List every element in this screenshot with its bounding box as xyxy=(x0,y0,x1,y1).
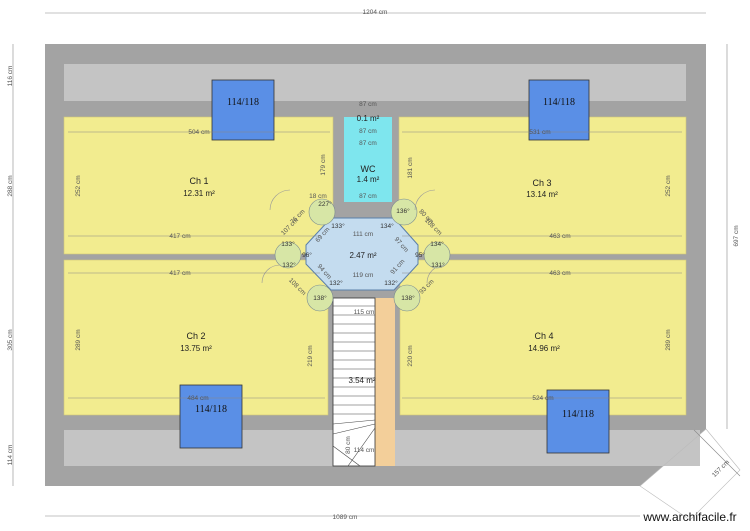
angle-hall-bl: 132° xyxy=(329,279,343,287)
angle-top-left: 227° xyxy=(318,200,332,208)
dim-wc-top2: 87 cm xyxy=(359,128,377,135)
dim-left-116: 116 cm xyxy=(7,66,14,87)
dim-ch3-side: 181 cm xyxy=(407,157,414,178)
room-wc[interactable] xyxy=(344,117,392,202)
angle-hall-br: 132° xyxy=(384,279,398,287)
door-swings xyxy=(261,189,451,312)
dimension-lines xyxy=(12,12,741,517)
dim-wc-top1: 87 cm xyxy=(359,101,377,108)
window-3-label: 114/118 xyxy=(195,404,227,415)
room-ch2-area: 13.75 m² xyxy=(180,344,212,353)
door-arc xyxy=(426,264,446,284)
dim-wc-top3: 87 cm xyxy=(359,140,377,147)
dim-ch1-side: 179 cm xyxy=(320,154,327,175)
door-arc xyxy=(414,189,436,211)
dim-ch4-upper: 463 cm xyxy=(549,270,570,277)
room-stair-area: 3.54 m² xyxy=(348,376,375,385)
dim-ch4-height: 289 cm xyxy=(665,329,672,350)
room-ch2-name: Ch 2 xyxy=(186,331,205,341)
window-4-label: 114/118 xyxy=(562,409,594,420)
dim-ch1-small: 18 cm xyxy=(309,193,327,200)
door-swing[interactable] xyxy=(274,241,302,269)
window-2[interactable] xyxy=(528,79,590,141)
roof-strip-top xyxy=(64,64,686,101)
watermark: www.archifacile.fr xyxy=(642,510,736,524)
dim-wc-bottom: 87 cm xyxy=(359,193,377,200)
dim-hall-top: 111 cm xyxy=(353,231,373,238)
room-wc-area: 1.4 m² xyxy=(357,175,380,184)
angle-left-inner: 96° xyxy=(302,251,312,259)
window-1[interactable] xyxy=(211,79,275,141)
angle-right-outer: 134° xyxy=(430,240,444,248)
room-ch4-name: Ch 4 xyxy=(534,331,553,341)
dim-stair-bottom: 114 cm xyxy=(354,447,375,454)
window-3[interactable] xyxy=(179,384,243,449)
room-ch1[interactable] xyxy=(63,116,334,255)
angle-bot-right: 138° xyxy=(401,294,415,302)
dim-hall-bottom: 119 cm xyxy=(353,272,374,279)
room-ch4-area: 14.96 m² xyxy=(528,344,560,353)
stair-winder xyxy=(332,419,376,425)
stair-winder xyxy=(332,445,361,467)
room-ch3-name: Ch 3 xyxy=(532,178,551,188)
dim-ch3-lower: 463 cm xyxy=(549,233,570,240)
dim-ch1-width: 504 cm xyxy=(188,129,209,136)
window-2-label: 114/118 xyxy=(543,97,575,108)
dim-ch2-bottom: 484 cm xyxy=(187,395,208,402)
dim-ch4-side: 220 cm xyxy=(407,345,414,366)
dim-ch3-width: 531 cm xyxy=(529,129,550,136)
angle-right-low: 131° xyxy=(431,261,445,269)
dim-ch2-upper: 417 cm xyxy=(169,270,190,277)
room-ch4[interactable] xyxy=(399,259,687,416)
dim-top-total: 1204 cm xyxy=(363,9,388,16)
room-wc-top-area: 0.1 m² xyxy=(357,114,380,123)
dim-ch1-lower: 417 cm xyxy=(169,233,190,240)
angle-left-outer: 133° xyxy=(281,240,295,248)
door-arc xyxy=(261,264,281,284)
dim-ch1-height: 252 cm xyxy=(75,175,82,196)
window-1-label: 114/118 xyxy=(227,97,259,108)
room-hall-area: 2.47 m² xyxy=(349,251,376,260)
stair-winder xyxy=(332,423,376,435)
room-ch3-area: 13.14 m² xyxy=(526,190,558,199)
door-arc xyxy=(269,189,291,211)
window-4[interactable] xyxy=(546,389,610,454)
dim-left-288: 288 cm xyxy=(7,175,14,196)
dim-ch3-height: 252 cm xyxy=(665,175,672,196)
room-ch1-name: Ch 1 xyxy=(189,176,208,186)
room-wc-name: WC xyxy=(361,164,376,174)
angle-hall-tr: 134° xyxy=(380,222,394,230)
dim-ch2-height: 289 cm xyxy=(75,329,82,350)
angle-right-inner: 95° xyxy=(415,251,425,259)
door-swing[interactable] xyxy=(390,198,418,226)
angle-bot-left: 138° xyxy=(313,294,327,302)
stair-winder xyxy=(347,427,376,467)
dim-stair-top: 115 cm xyxy=(354,309,375,316)
angle-hall-tl: 133° xyxy=(331,222,345,230)
room-ch1-area: 12.31 m² xyxy=(183,189,215,198)
door-swing[interactable] xyxy=(423,241,451,269)
door-swing[interactable] xyxy=(393,284,421,312)
dim-diag: 157 cm xyxy=(711,459,731,479)
dim-ch4-bottom: 524 cm xyxy=(532,395,553,402)
room-hall[interactable] xyxy=(305,217,419,291)
corner-cut xyxy=(639,428,741,521)
dim-left-305: 305 cm xyxy=(7,329,14,350)
stair-steps xyxy=(332,305,376,467)
dim-ch2-side: 219 cm xyxy=(307,345,314,366)
door-swing[interactable] xyxy=(308,198,336,226)
angle-left-low: 132° xyxy=(282,261,296,269)
dim-right-697: 697 cm xyxy=(733,225,740,246)
stair-edge xyxy=(375,298,395,466)
door-swing[interactable] xyxy=(306,284,334,312)
dim-stair-side: 80 cm xyxy=(345,436,352,454)
dim-left-114: 114 cm xyxy=(7,445,14,466)
angle-top-right: 136° xyxy=(396,207,410,215)
dim-bottom-total: 1089 cm xyxy=(333,514,358,521)
